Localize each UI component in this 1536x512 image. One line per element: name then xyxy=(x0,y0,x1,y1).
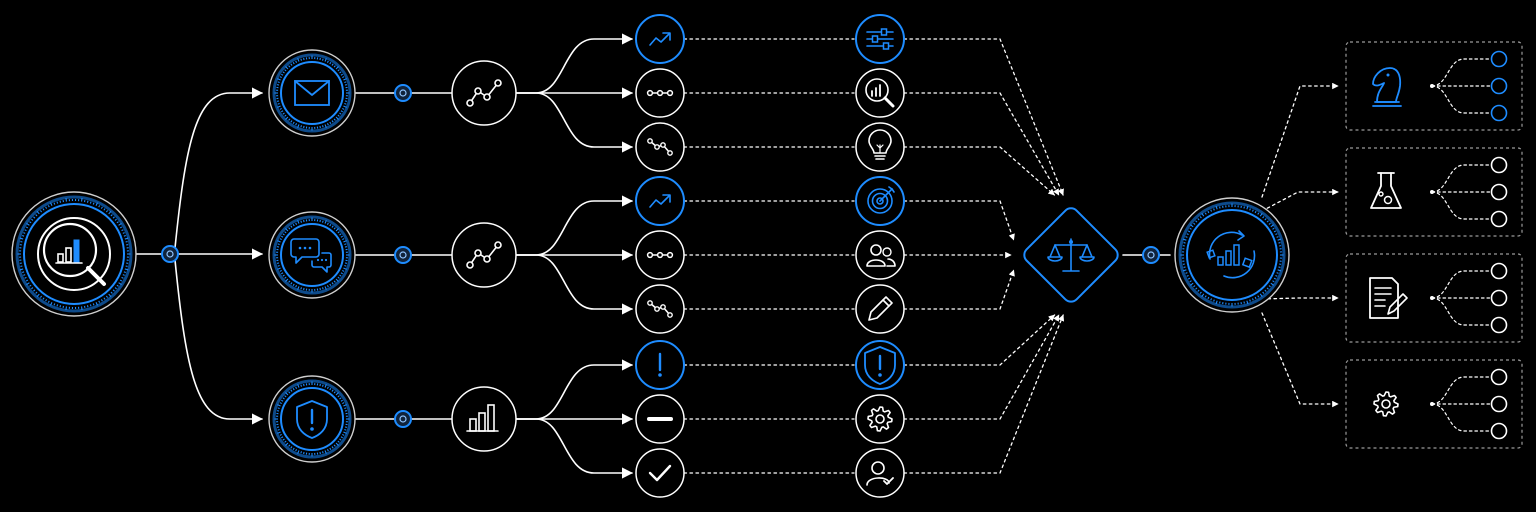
decision-junction xyxy=(1142,246,1160,264)
channel-chat-junction xyxy=(394,246,412,264)
action-security-0[interactable] xyxy=(855,340,905,390)
node-layer xyxy=(11,14,1523,498)
lightbulb-icon xyxy=(868,129,892,160)
status-security-1[interactable] xyxy=(635,394,685,444)
action-email-0[interactable] xyxy=(855,14,905,64)
source-branch-0 xyxy=(174,87,264,249)
exclamation-icon xyxy=(658,352,662,377)
status-email-1[interactable] xyxy=(635,68,685,118)
trend-up-icon xyxy=(649,32,671,46)
bar-chart-icon xyxy=(466,404,499,432)
output-dot[interactable] xyxy=(1490,368,1508,386)
magnify-chart-icon xyxy=(865,78,895,108)
process-branch xyxy=(515,254,634,315)
action-security-2[interactable] xyxy=(855,448,905,498)
process-branch xyxy=(515,33,634,94)
status-chat-0[interactable] xyxy=(635,176,685,226)
balance-scale-icon xyxy=(1047,238,1095,272)
output-dot[interactable] xyxy=(1490,183,1508,201)
trend-up-icon xyxy=(649,194,671,208)
output-box-4[interactable] xyxy=(1345,359,1523,449)
output-dot[interactable] xyxy=(1490,77,1508,95)
gear-icon xyxy=(1373,391,1399,417)
users-icon xyxy=(866,244,896,267)
status-security-0[interactable] xyxy=(635,340,685,390)
status-email-0[interactable] xyxy=(635,14,685,64)
output-dot[interactable] xyxy=(1490,104,1508,122)
tick-ring xyxy=(17,198,131,310)
status-security-2[interactable] xyxy=(635,448,685,498)
output-dot[interactable] xyxy=(1490,395,1508,413)
status-chat-2[interactable] xyxy=(635,284,685,334)
user-check-icon xyxy=(866,461,894,486)
status-email-2[interactable] xyxy=(635,122,685,172)
channel-email-node[interactable] xyxy=(268,49,356,137)
tick-ring xyxy=(1180,203,1284,307)
pencil-icon xyxy=(868,296,893,321)
output-dot[interactable] xyxy=(1490,316,1508,334)
trend-down-icon xyxy=(647,300,673,318)
output-dot[interactable] xyxy=(1490,210,1508,228)
process-branch xyxy=(515,418,634,479)
chess-knight-icon xyxy=(1372,67,1402,107)
envelope-icon xyxy=(294,80,330,106)
channel-security-junction xyxy=(394,410,412,428)
sliders-icon xyxy=(866,28,894,50)
output-box-3[interactable] xyxy=(1345,253,1523,343)
source-analytics-node[interactable] xyxy=(11,191,137,317)
process-branch xyxy=(515,359,634,420)
connector-layer xyxy=(135,33,1339,479)
channel-chat-node[interactable] xyxy=(268,211,356,299)
source-junction xyxy=(161,245,179,263)
channel-chat-process[interactable] xyxy=(451,222,517,288)
channel-email-process[interactable] xyxy=(451,60,517,126)
trend-line-icon xyxy=(466,241,502,269)
status-chat-1[interactable] xyxy=(635,230,685,280)
trend-line-icon xyxy=(466,79,502,107)
process-branch xyxy=(515,195,634,256)
output-dot[interactable] xyxy=(1490,289,1508,307)
gear-icon xyxy=(867,406,893,432)
action-email-1[interactable] xyxy=(855,68,905,118)
action-chat-0[interactable] xyxy=(855,176,905,226)
channel-security-node[interactable] xyxy=(268,375,356,463)
tick-ring xyxy=(274,381,350,457)
flat-line-icon xyxy=(646,251,674,259)
output-dot[interactable] xyxy=(1490,422,1508,440)
source-branch-2 xyxy=(174,259,264,425)
check-icon xyxy=(648,464,672,482)
cycle-node[interactable] xyxy=(1174,197,1290,313)
output-dot[interactable] xyxy=(1490,262,1508,280)
chat-bubbles-icon xyxy=(290,238,332,273)
flask-icon xyxy=(1370,172,1402,209)
output-dot[interactable] xyxy=(1490,156,1508,174)
output-box-2[interactable] xyxy=(1345,147,1523,237)
tick-ring xyxy=(274,55,350,131)
shield-alert-icon xyxy=(864,346,896,385)
document-pen-icon xyxy=(1369,277,1408,319)
analytics-search-icon xyxy=(42,222,106,286)
output-box-1[interactable] xyxy=(1345,41,1523,131)
shield-alert-icon xyxy=(296,400,328,439)
target-icon xyxy=(867,186,895,214)
channel-security-process[interactable] xyxy=(451,386,517,452)
decision-node[interactable] xyxy=(1021,205,1121,305)
channel-email-junction xyxy=(394,84,412,102)
flat-line-icon xyxy=(646,89,674,97)
action-chat-1[interactable] xyxy=(855,230,905,280)
action-security-1[interactable] xyxy=(855,394,905,444)
cycle-chart-icon xyxy=(1206,230,1256,279)
output-dot[interactable] xyxy=(1490,50,1508,68)
process-branch xyxy=(515,92,634,153)
action-chat-2[interactable] xyxy=(855,284,905,334)
action-email-2[interactable] xyxy=(855,122,905,172)
tick-ring xyxy=(274,217,350,293)
trend-down-icon xyxy=(647,138,673,156)
